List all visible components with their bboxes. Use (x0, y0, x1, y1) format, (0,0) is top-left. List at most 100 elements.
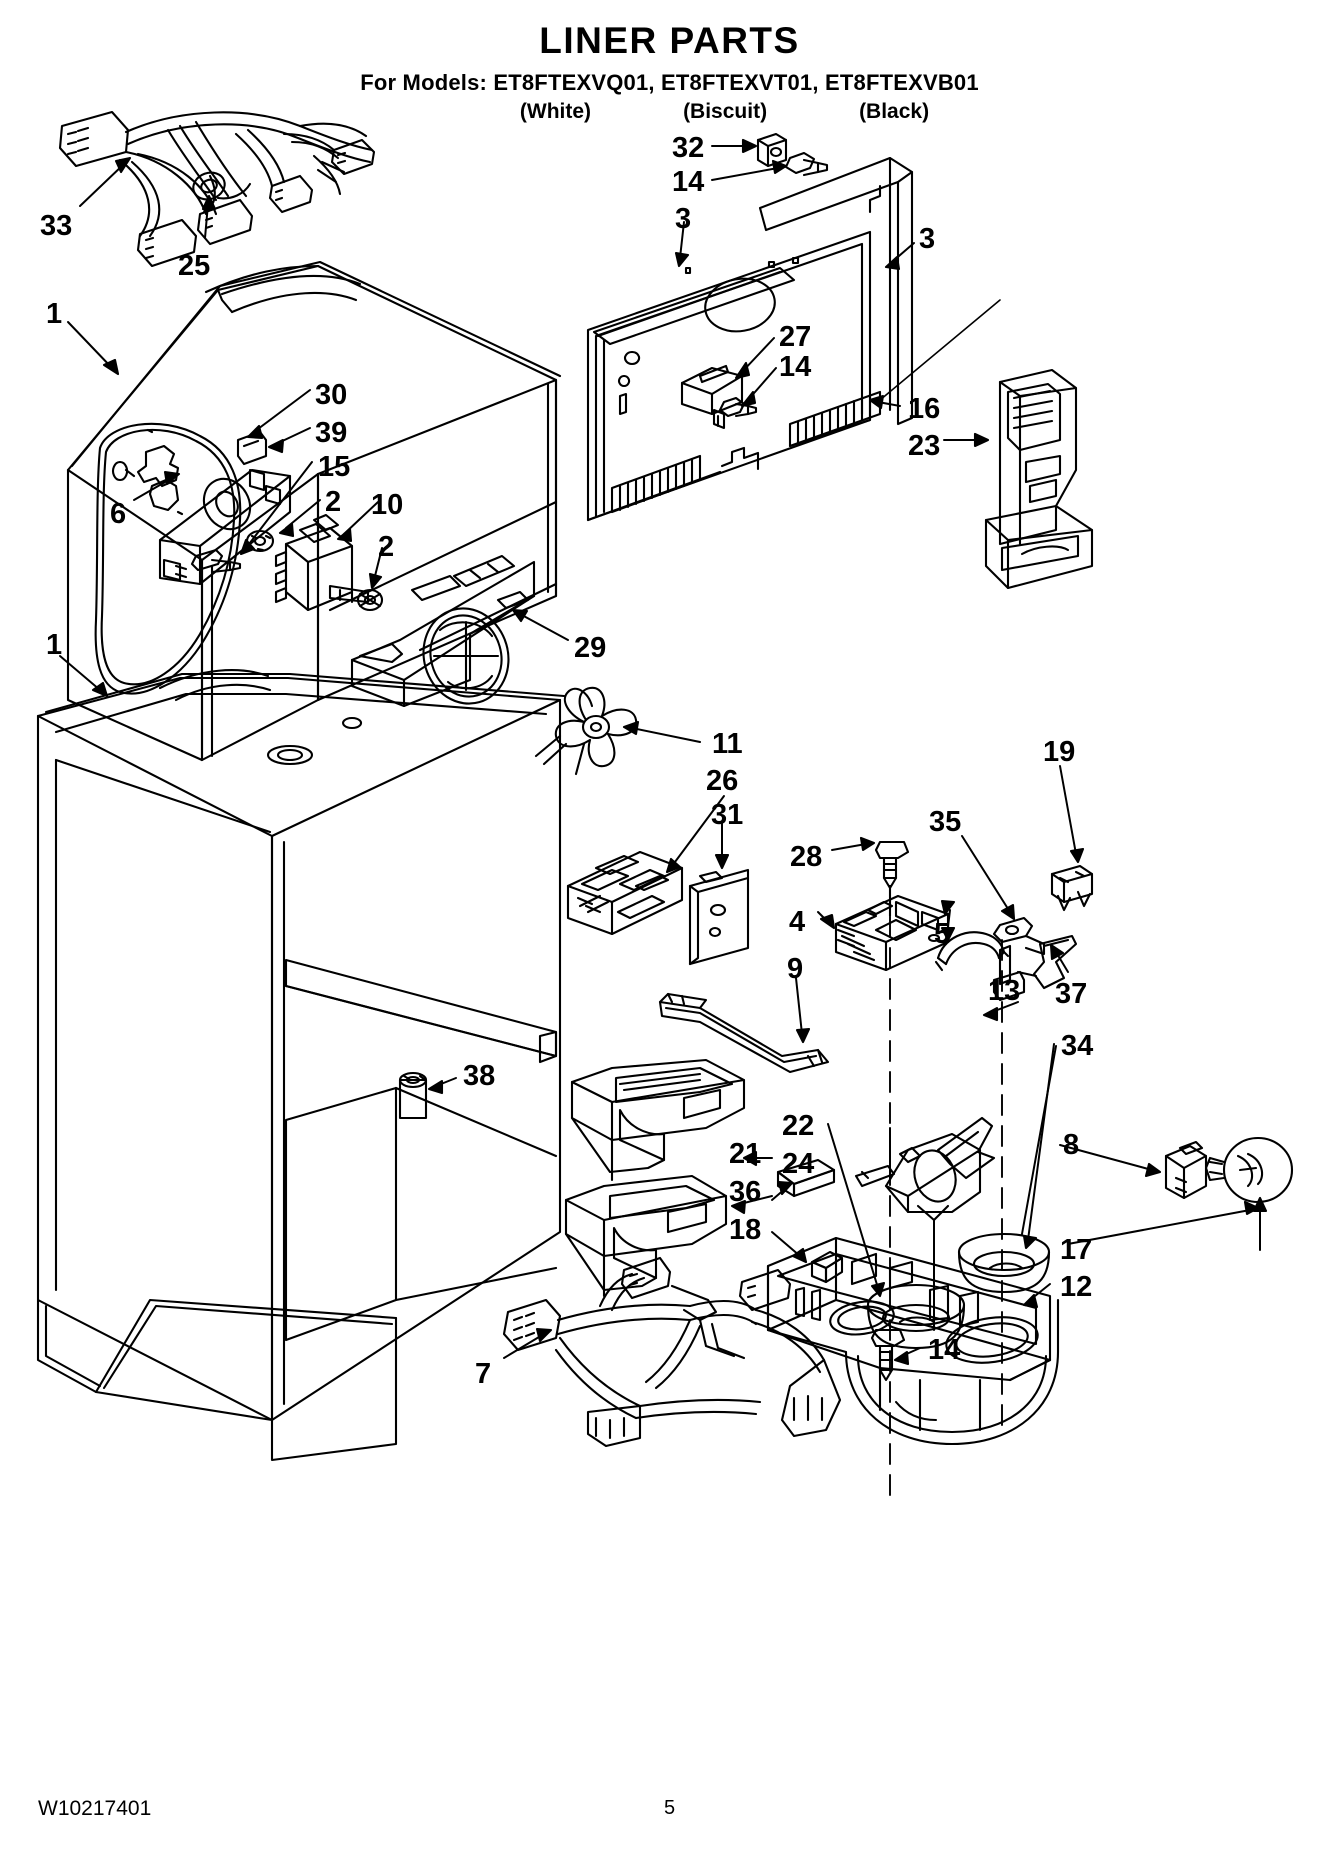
bushing-38 (398, 1071, 428, 1120)
leader-12 (1022, 1283, 1051, 1309)
leader-38 (427, 1077, 457, 1095)
damper-control-10 (274, 513, 370, 612)
title-block: LINER PARTS For Models: ET8FTEXVQ01, ET8… (0, 20, 1339, 124)
callout-29: 29 (574, 632, 607, 664)
callout-12: 12 (1060, 1271, 1093, 1303)
finish-label-white: (White) (519, 99, 592, 123)
callout-21: 21 (729, 1138, 762, 1170)
callout-3: 3 (919, 223, 936, 255)
page-footer: W10217401 5 (0, 1797, 1339, 1827)
callout-18: 18 (729, 1214, 762, 1246)
finish-labels-row: (White) (Biscuit) (Black) (0, 100, 1339, 124)
leader-7 (503, 1327, 553, 1359)
dispenser-module (984, 368, 1094, 590)
callout-19: 19 (1043, 736, 1076, 768)
leader-29 (511, 608, 569, 641)
leader-39 (267, 427, 311, 454)
finish-label-black: (Black) (859, 99, 930, 123)
leader-24 (742, 1150, 773, 1167)
leader-37 (1049, 943, 1069, 973)
callout-14: 14 (779, 351, 812, 383)
callout-23: 23 (908, 430, 941, 462)
callout-36: 36 (729, 1176, 762, 1208)
page-number: 5 (663, 1797, 676, 1819)
light-bulb-8 (1204, 1136, 1294, 1204)
leader-3a (674, 221, 690, 268)
leader-9 (795, 977, 811, 1044)
light-shield-21 (564, 1174, 728, 1298)
callout-35: 35 (929, 806, 962, 838)
callout-31: 31 (711, 799, 744, 831)
leader-34-line (1021, 1045, 1057, 1235)
callout-2: 2 (325, 486, 342, 518)
document-part-number: W10217401 (38, 1797, 152, 1820)
callout-10: 10 (371, 489, 404, 521)
callout-27: 27 (779, 321, 812, 353)
callout-24: 24 (782, 1148, 815, 1180)
light-housing-assembly (158, 468, 292, 586)
callout-34: 34 (1061, 1030, 1094, 1062)
lower-liner-cabinet (36, 669, 566, 1462)
plate-36 (776, 1158, 836, 1198)
wire-harness-upper (58, 110, 376, 268)
wire-harness-lower (502, 1256, 842, 1448)
assembly-center-lines (889, 885, 1003, 1501)
leader-1-lower (59, 655, 109, 698)
callout-11: 11 (712, 728, 743, 760)
leader-15 (239, 461, 313, 556)
leader-22 (827, 1123, 886, 1298)
leader-14b (740, 367, 777, 408)
cover-plate-31 (688, 868, 750, 966)
callout-2: 2 (378, 531, 395, 563)
leader-33 (79, 156, 132, 207)
leader-32 (711, 138, 758, 154)
leader-17-arrow (1252, 1196, 1268, 1213)
leader-19 (1059, 765, 1085, 864)
callout-1: 1 (46, 298, 63, 330)
leader-36 (771, 1180, 794, 1201)
leader-2b (368, 547, 383, 590)
control-board-4 (834, 884, 950, 972)
leader-14a (711, 159, 788, 181)
screw-28 (874, 840, 910, 890)
bracket-arm-9 (658, 992, 830, 1074)
leader-27 (734, 337, 775, 380)
page-title: LINER PARTS (539, 20, 800, 61)
callout-32: 32 (672, 132, 705, 164)
leader-4 (817, 911, 836, 930)
callout-8: 8 (1063, 1129, 1080, 1161)
leader-11 (622, 720, 701, 743)
callout-15: 15 (318, 451, 351, 483)
callout-4: 4 (789, 906, 806, 938)
callout-5: 5 (934, 918, 951, 950)
socket-17 (1164, 1140, 1208, 1200)
screw-14-bottom (870, 1328, 906, 1382)
callout-38: 38 (463, 1060, 496, 1092)
callout-28: 28 (790, 841, 823, 873)
callout-6: 6 (110, 498, 127, 530)
switch-19 (1050, 864, 1094, 912)
callout-33: 33 (40, 210, 73, 242)
fan-blade (534, 686, 638, 776)
callout-17: 17 (1060, 1234, 1093, 1266)
leader-6 (133, 470, 181, 501)
grommet-2b (356, 588, 384, 612)
leader-34 (1022, 1043, 1055, 1250)
leader-14c (893, 1347, 921, 1366)
callout-13: 13 (988, 975, 1021, 1007)
leader-1-upper (67, 321, 120, 376)
callout-22: 22 (782, 1110, 815, 1142)
leader-28 (831, 836, 876, 852)
callout-37: 37 (1055, 978, 1088, 1010)
hinge-pin-35 (992, 916, 1046, 956)
callout-3: 3 (675, 203, 692, 235)
leader-13 (982, 1001, 1019, 1022)
leader-31 (714, 821, 730, 870)
auger-motor-13 (854, 1116, 996, 1222)
leader-25 (201, 194, 217, 239)
callout-9: 9 (787, 953, 804, 985)
models-line: For Models: ET8FTEXVQ01, ET8FTEXVT01, ET… (360, 69, 979, 95)
leader-2a (278, 499, 321, 538)
callout-14: 14 (672, 166, 705, 198)
